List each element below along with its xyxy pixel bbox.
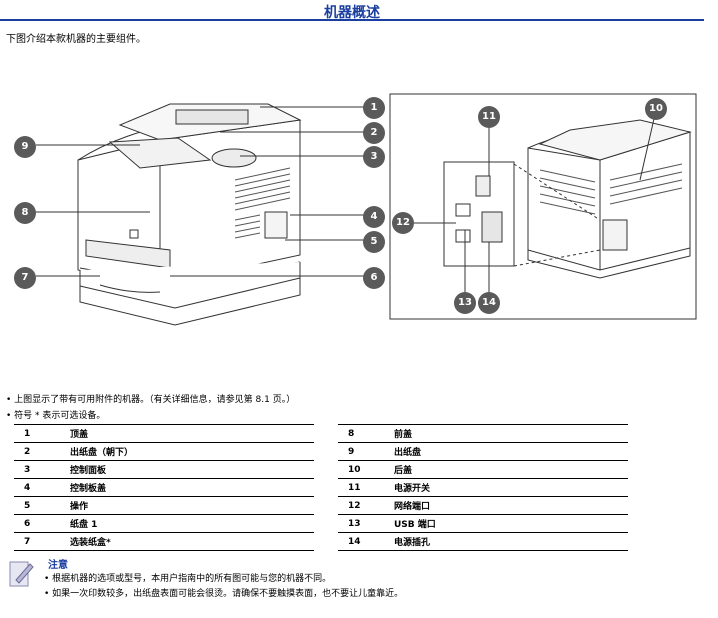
callout-14: 14 [478,292,500,314]
part-number: 1 [14,424,66,443]
note-line-2: • 如果一次印数较多，出纸盘表面可能会很烫。请确保不要触摸表面，也不要让儿童靠近… [44,589,404,599]
part-label: 出纸盘 [390,442,628,461]
page-title: 机器概述 [324,5,380,21]
part-label: 后盖 [390,460,628,479]
note-heading: 注意 [48,560,68,571]
note-box: 注意 • 根据机器的选项或型号，本用户指南中的所有图可能与您的机器不同。 • 如… [8,556,698,602]
part-number: 7 [14,532,66,551]
title-bar: 机器概述 [0,0,718,21]
part-number: 8 [338,424,390,443]
table-row: 6 纸盘 1 13 USB 端口 [14,514,628,533]
part-number: 3 [14,460,66,479]
part-label: 控制面板 [66,460,314,479]
parts-table: 1 顶盖 8 前盖 2 出纸盘（朝下） 9 出纸盘 3 控制面板 10 后盖 4… [14,424,628,551]
part-number: 12 [338,496,390,515]
table-row: 5 操作 12 网络端口 [14,496,628,515]
callout-6: 6 [363,267,385,289]
callout-5: 5 [363,231,385,253]
printer-figure: 1 2 3 4 5 6 7 8 9 10 11 12 13 14 [0,80,718,340]
intro-text: 下图介绍本款机器的主要组件。 [6,34,146,45]
part-label: 选装纸盒* [66,532,314,551]
part-number: 14 [338,532,390,551]
callout-9: 9 [14,136,36,158]
note-line-1: • 根据机器的选项或型号，本用户指南中的所有图可能与您的机器不同。 [44,574,332,584]
figure-note-1: • 上图显示了带有可用附件的机器。（有关详细信息，请参见第 8.1 页。） [6,395,296,405]
part-label: 电源插孔 [390,532,628,551]
part-label: 纸盘 1 [66,514,314,533]
callout-1: 1 [363,97,385,119]
part-label: USB 端口 [390,514,628,533]
table-row: 3 控制面板 10 后盖 [14,460,628,479]
callout-8: 8 [14,202,36,224]
table-row: 2 出纸盘（朝下） 9 出纸盘 [14,442,628,461]
figure-notes: • 上图显示了带有可用附件的机器。（有关详细信息，请参见第 8.1 页。） • … [6,392,295,424]
part-number: 2 [14,442,66,461]
part-number: 11 [338,478,390,497]
part-label: 顶盖 [66,424,314,443]
callout-12: 12 [392,212,414,234]
part-number: 4 [14,478,66,497]
figure-note-2: • 符号 * 表示可选设备。 [6,411,106,421]
part-label: 控制板盖 [66,478,314,497]
part-number: 13 [338,514,390,533]
callout-4: 4 [363,206,385,228]
part-number: 6 [14,514,66,533]
note-pencil-icon [9,561,34,587]
part-number: 10 [338,460,390,479]
part-label: 操作 [66,496,314,515]
part-label: 前盖 [390,424,628,443]
part-number: 5 [14,496,66,515]
callout-2: 2 [363,122,385,144]
part-label: 出纸盘（朝下） [66,442,314,461]
callout-11: 11 [478,106,500,128]
callout-10: 10 [645,98,667,120]
table-row: 1 顶盖 8 前盖 [14,424,628,443]
title-underline [0,19,704,21]
callout-3: 3 [363,146,385,168]
part-label: 网络端口 [390,496,628,515]
printer-illustration [36,93,697,326]
part-number: 9 [338,442,390,461]
table-row: 7 选装纸盒* 14 电源插孔 [14,532,628,551]
callout-7: 7 [14,267,36,289]
part-label: 电源开关 [390,478,628,497]
callout-13: 13 [454,292,476,314]
table-row: 4 控制板盖 11 电源开关 [14,478,628,497]
